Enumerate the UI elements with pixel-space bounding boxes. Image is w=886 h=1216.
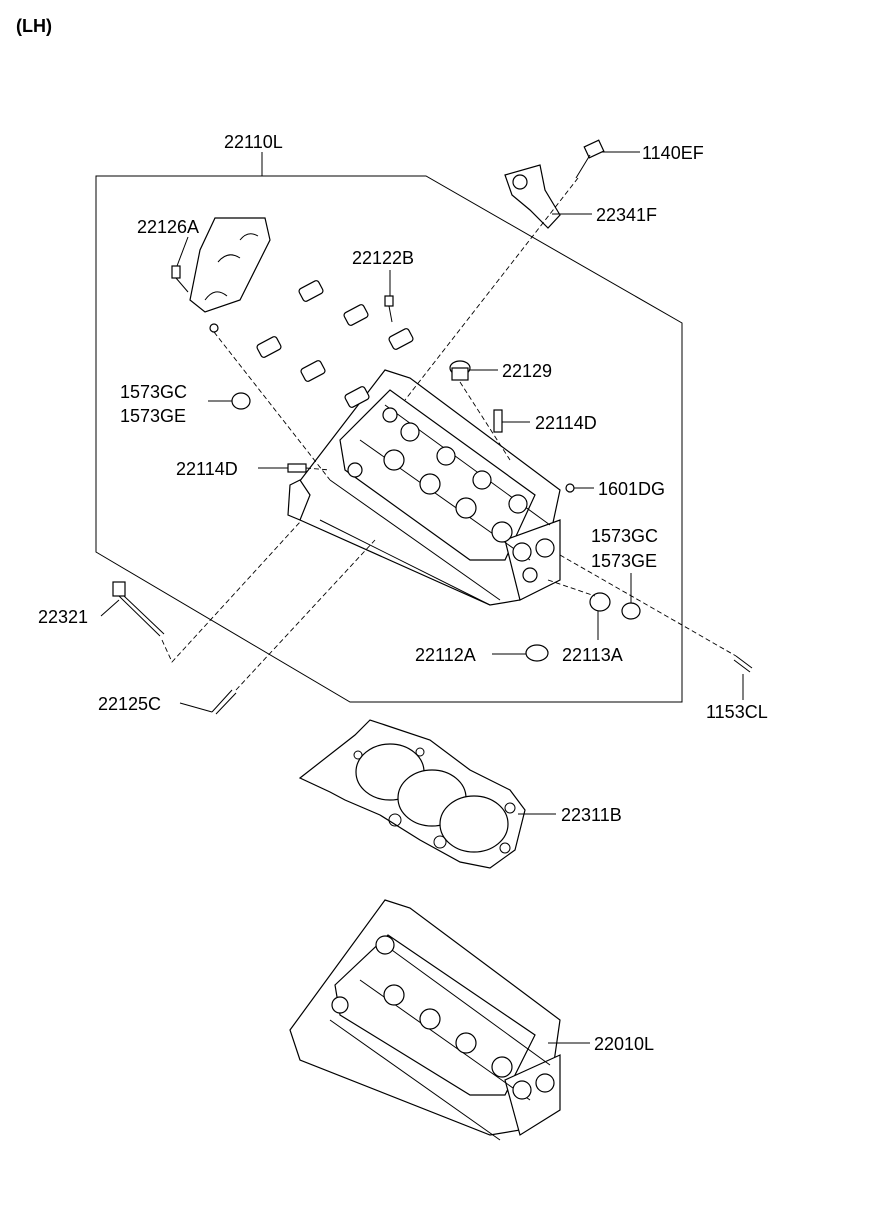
- plug-1601DG: [565, 483, 575, 493]
- bolt-22321: [112, 581, 165, 637]
- part-labels: 22110L 1140EF 22341F 22126A 22122B 22129…: [38, 132, 768, 1054]
- label-1601DG: 1601DG: [598, 479, 665, 499]
- head-gasket-22311B: [298, 719, 526, 869]
- label-1573GE-right: 1573GE: [591, 551, 657, 571]
- bolt-22122B: [384, 295, 394, 323]
- assembly-boundary: [95, 175, 683, 703]
- bearing-caps: [189, 217, 414, 408]
- leader-lines: [100, 151, 744, 1044]
- label-1573GE-left: 1573GE: [120, 406, 186, 426]
- label-22311B: 22311B: [561, 805, 622, 825]
- label-22114D-right: 22114D: [535, 413, 597, 433]
- dowel-22114D-right: [493, 409, 503, 433]
- cylinder-head-assembly: [287, 369, 561, 606]
- seal-1573GC-left: [231, 392, 251, 410]
- bolt-1140EF: [575, 139, 605, 179]
- dash-22114D: [305, 467, 331, 471]
- cylinder-head-22010L: [289, 899, 561, 1141]
- label-1140EF: 1140EF: [642, 143, 704, 163]
- dash-22125C: [235, 539, 376, 691]
- label-1573GC-left: 1573GC: [120, 382, 187, 402]
- label-22321: 22321: [38, 607, 88, 627]
- stud-1153CL: [733, 655, 753, 673]
- plug-22129: [449, 360, 471, 381]
- hanger-bracket-22341F: [504, 164, 561, 229]
- dowel-pin: [209, 323, 219, 333]
- stud-22125C: [211, 689, 237, 715]
- label-22129: 22129: [502, 361, 552, 381]
- dash-dowel: [213, 331, 331, 481]
- dash-22113A: [547, 579, 596, 597]
- variant-label: (LH): [16, 16, 52, 36]
- label-22112A: 22112A: [415, 645, 476, 665]
- label-22341F: 22341F: [596, 205, 657, 225]
- dash-1153CL: [559, 554, 737, 657]
- label-22114D-left: 22114D: [176, 459, 238, 479]
- dash-1140EF: [404, 177, 579, 401]
- seal-22112A: [525, 644, 549, 662]
- label-22010L: 22010L: [594, 1034, 654, 1054]
- dowel-22114D-left: [287, 463, 307, 473]
- label-22110L: 22110L: [224, 132, 283, 152]
- seal-1573GC-right: [621, 602, 641, 620]
- seal-22113A: [589, 592, 611, 612]
- label-1153CL: 1153CL: [706, 702, 768, 722]
- label-22113A: 22113A: [562, 645, 623, 665]
- label-1573GC-right: 1573GC: [591, 526, 658, 546]
- dash-22321: [161, 521, 301, 663]
- label-22126A: 22126A: [137, 217, 199, 237]
- bolt-22126A: [171, 265, 189, 293]
- label-22125C: 22125C: [98, 694, 161, 714]
- label-22122B: 22122B: [352, 248, 414, 268]
